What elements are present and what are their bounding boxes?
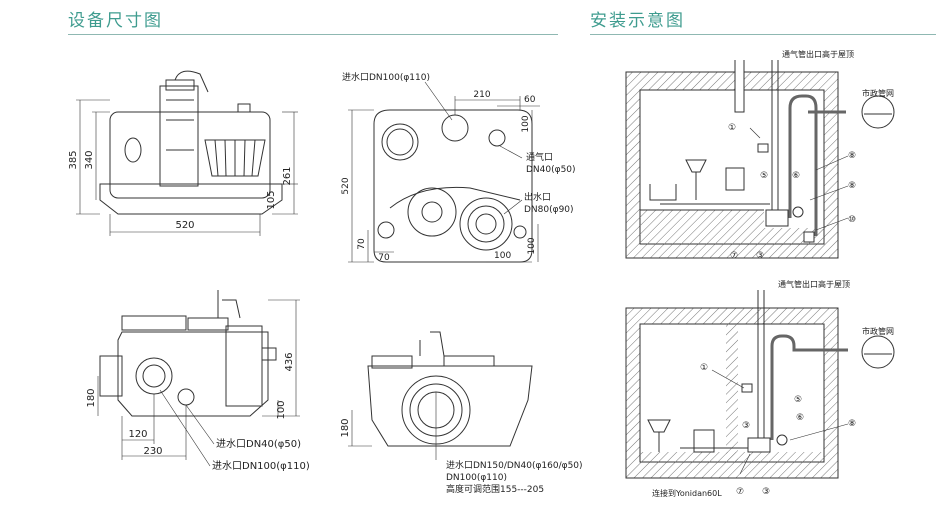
installation-diagram-heading: 安装示意图 [590,11,685,31]
top-view [348,81,540,263]
top-pump-flange [407,187,457,237]
top-dim-100c: 100 [527,237,537,254]
install-bottom-sink [647,419,671,433]
side-dim-120: 120 [128,429,147,440]
top-dim-520: 520 [341,177,351,194]
front-base [99,183,283,215]
install-bottom-city-pipe: 市政管网 [862,326,894,336]
front-body [109,111,271,199]
top-dim-100a: 100 [521,115,531,132]
top-outlet-port [459,197,513,251]
install-top-callout-8a: ⑧ [848,151,856,161]
side-body [117,331,269,417]
install-top-vent-note: 通气管出口高于屋顶 [782,49,854,59]
side-pump [225,325,263,407]
top-dim-70-horizontal: 70 [378,253,390,263]
top-dim-70-vertical: 70 [357,238,367,250]
side-inlet-large [135,357,173,395]
install-top-unit [765,209,789,227]
top-vent-size: DN40(φ50) [526,165,576,175]
install-bottom-callout-3-upper: ③ [742,421,750,431]
install-bottom-toilet [693,429,715,453]
top-vent-label: 通气口 [526,151,553,163]
install-bottom-vent-stack [757,290,765,440]
top-small-port [377,221,395,239]
rear-inlet-line2: DN100(φ110) [446,473,507,483]
side-lid-a [121,315,187,331]
rear-inlet-line1: 进水口DN150/DN40(φ160/φ50) [446,459,583,471]
install-top-toilet [725,167,745,191]
install-bottom-diagram [625,290,895,479]
rear-view [348,331,533,460]
install-top-bathtub [649,184,677,201]
dimension-drawing-heading: 设备尺寸图 [68,11,163,31]
side-inlet-small [177,388,195,406]
front-inlet-port [124,137,142,163]
top-outline [373,109,533,263]
install-bottom-sewer-main [861,335,895,369]
install-top-sewer-main [861,95,895,129]
install-bottom-callout-6: ⑥ [796,413,804,423]
side-inlet-small-label: 进水口DN40(φ50) [216,438,301,450]
install-top-discharge-pipe [788,94,818,236]
install-bottom-callout-1: ① [700,363,708,373]
install-top-callout-5: ⑤ [760,171,768,181]
side-dim-100: 100 [276,400,287,419]
front-dim-105: 105 [266,190,277,209]
front-dim-340: 340 [84,150,95,169]
front-dim-520: 520 [175,220,194,231]
side-inlet-large-label: 进水口DN100(φ110) [212,460,310,472]
install-bottom-unit [747,437,771,453]
top-dim-210: 210 [473,90,490,100]
top-inlet-port-a [381,123,419,161]
install-top-callout-6: ⑥ [792,171,800,181]
top-outlet-size: DN80(φ90) [524,205,574,215]
install-top-callout-8b: ⑧ [848,181,856,191]
side-dim-436: 436 [284,352,295,371]
install-bottom-callout-7: ⑦ [736,487,744,497]
top-vent-port [488,129,506,147]
side-dim-230: 230 [143,446,162,457]
install-bottom-connect-note: 连接到Yonidan60L [652,488,722,498]
install-top-callout-1: ① [728,123,736,133]
install-bottom-discharge-pipe [770,334,848,440]
side-dim-180: 180 [86,388,97,407]
top-inlet-main-label: 进水口DN100(φ110) [342,71,430,83]
install-top-sink [685,159,707,173]
install-bottom-vent-note: 通气管出口高于屋顶 [778,279,850,289]
top-dim-60: 60 [524,95,536,105]
rear-dim-180: 180 [340,418,351,437]
dimension-heading-rule [68,34,558,35]
install-top-callout-3: ③ [756,251,764,261]
rear-inlet-line3: 高度可调范围155---205 [446,483,544,495]
front-dim-385: 385 [68,150,79,169]
install-top-vent-stack [734,60,745,113]
install-bottom-callout-8: ⑧ [848,419,856,429]
install-top-city-pipe: 市政管网 [862,88,894,98]
installation-heading-rule [590,34,936,35]
side-view [97,290,300,467]
front-dim-261: 261 [282,166,293,185]
install-bottom-callout-5: ⑤ [794,395,802,405]
side-inlet-flange [99,355,123,397]
install-bottom-callout-3: ③ [762,487,770,497]
front-pump-motor [159,85,199,187]
rear-body [367,365,533,447]
top-inlet-main [441,114,469,142]
install-top-callout-10: ⑩ [848,215,856,225]
install-top-callout-7: ⑦ [730,251,738,261]
top-outlet-label: 出水口 [524,191,551,203]
top-dim-100b: 100 [494,251,511,261]
install-top-diagram [625,60,895,259]
front-view [76,70,298,236]
